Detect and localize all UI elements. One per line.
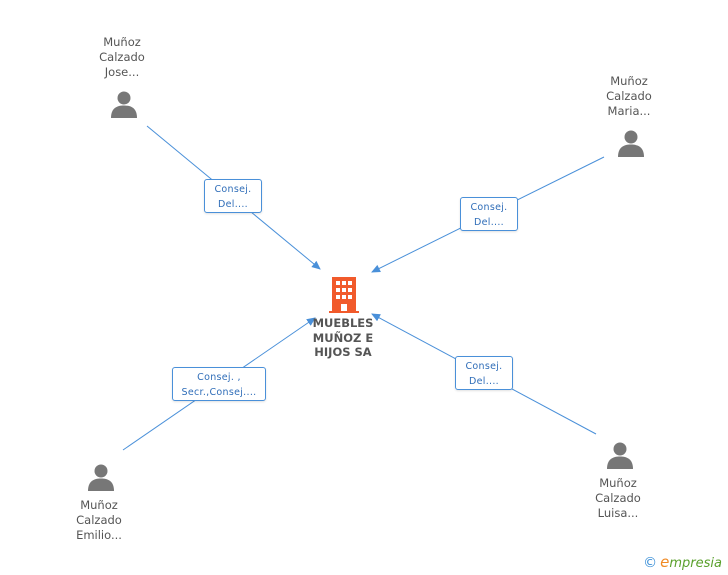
- person-name-line: Calzado: [595, 491, 641, 505]
- person-label-emilio[interactable]: Muñoz Calzado Emilio...: [54, 498, 144, 543]
- person-name-line: Calzado: [76, 513, 122, 527]
- person-name-line: Calzado: [99, 50, 145, 64]
- role-line: Del....: [474, 217, 504, 228]
- person-name-line: Calzado: [606, 89, 652, 103]
- company-name[interactable]: MUEBLES MUÑOZ E HIJOS SA: [298, 316, 388, 360]
- person-name-line: Emilio...: [76, 528, 122, 542]
- person-icon[interactable]: [86, 462, 116, 492]
- role-line: Consej.: [465, 361, 503, 372]
- brand-rest: mpresia: [669, 556, 722, 571]
- role-box-jose[interactable]: Consej. Del....: [204, 179, 262, 213]
- brand-e: e: [660, 553, 670, 571]
- role-line: Consej.: [470, 202, 508, 213]
- person-name-line: Jose...: [104, 65, 140, 79]
- role-box-maria[interactable]: Consej. Del....: [460, 197, 518, 231]
- role-box-emilio[interactable]: Consej. , Secr.,Consej....: [172, 367, 266, 401]
- person-name-line: Muñoz: [599, 476, 637, 490]
- person-name-line: Muñoz: [80, 498, 118, 512]
- person-icon[interactable]: [109, 89, 139, 119]
- empresia-logo: ©empresia: [643, 553, 722, 571]
- person-label-jose[interactable]: Muñoz Calzado Jose...: [77, 35, 167, 80]
- person-icon[interactable]: [605, 440, 635, 470]
- role-line: Consej. ,: [197, 372, 241, 383]
- role-line: Secr.,Consej....: [181, 387, 257, 398]
- person-name-line: Muñoz: [103, 35, 141, 49]
- person-name-line: Muñoz: [610, 74, 648, 88]
- role-box-luisa[interactable]: Consej. Del....: [455, 356, 513, 390]
- person-name-line: Luisa...: [597, 506, 639, 520]
- person-name-line: Maria...: [607, 104, 651, 118]
- role-line: Del....: [469, 376, 499, 387]
- company-name-line: MUEBLES: [312, 316, 374, 330]
- company-name-line: HIJOS SA: [314, 345, 372, 359]
- person-label-maria[interactable]: Muñoz Calzado Maria...: [584, 74, 674, 119]
- building-icon[interactable]: [329, 277, 359, 313]
- person-icon[interactable]: [616, 128, 646, 158]
- person-label-luisa[interactable]: Muñoz Calzado Luisa...: [573, 476, 663, 521]
- copyright-icon: ©: [643, 555, 658, 571]
- role-line: Del....: [218, 199, 248, 210]
- role-line: Consej.: [214, 184, 252, 195]
- company-name-line: MUÑOZ E: [312, 330, 374, 345]
